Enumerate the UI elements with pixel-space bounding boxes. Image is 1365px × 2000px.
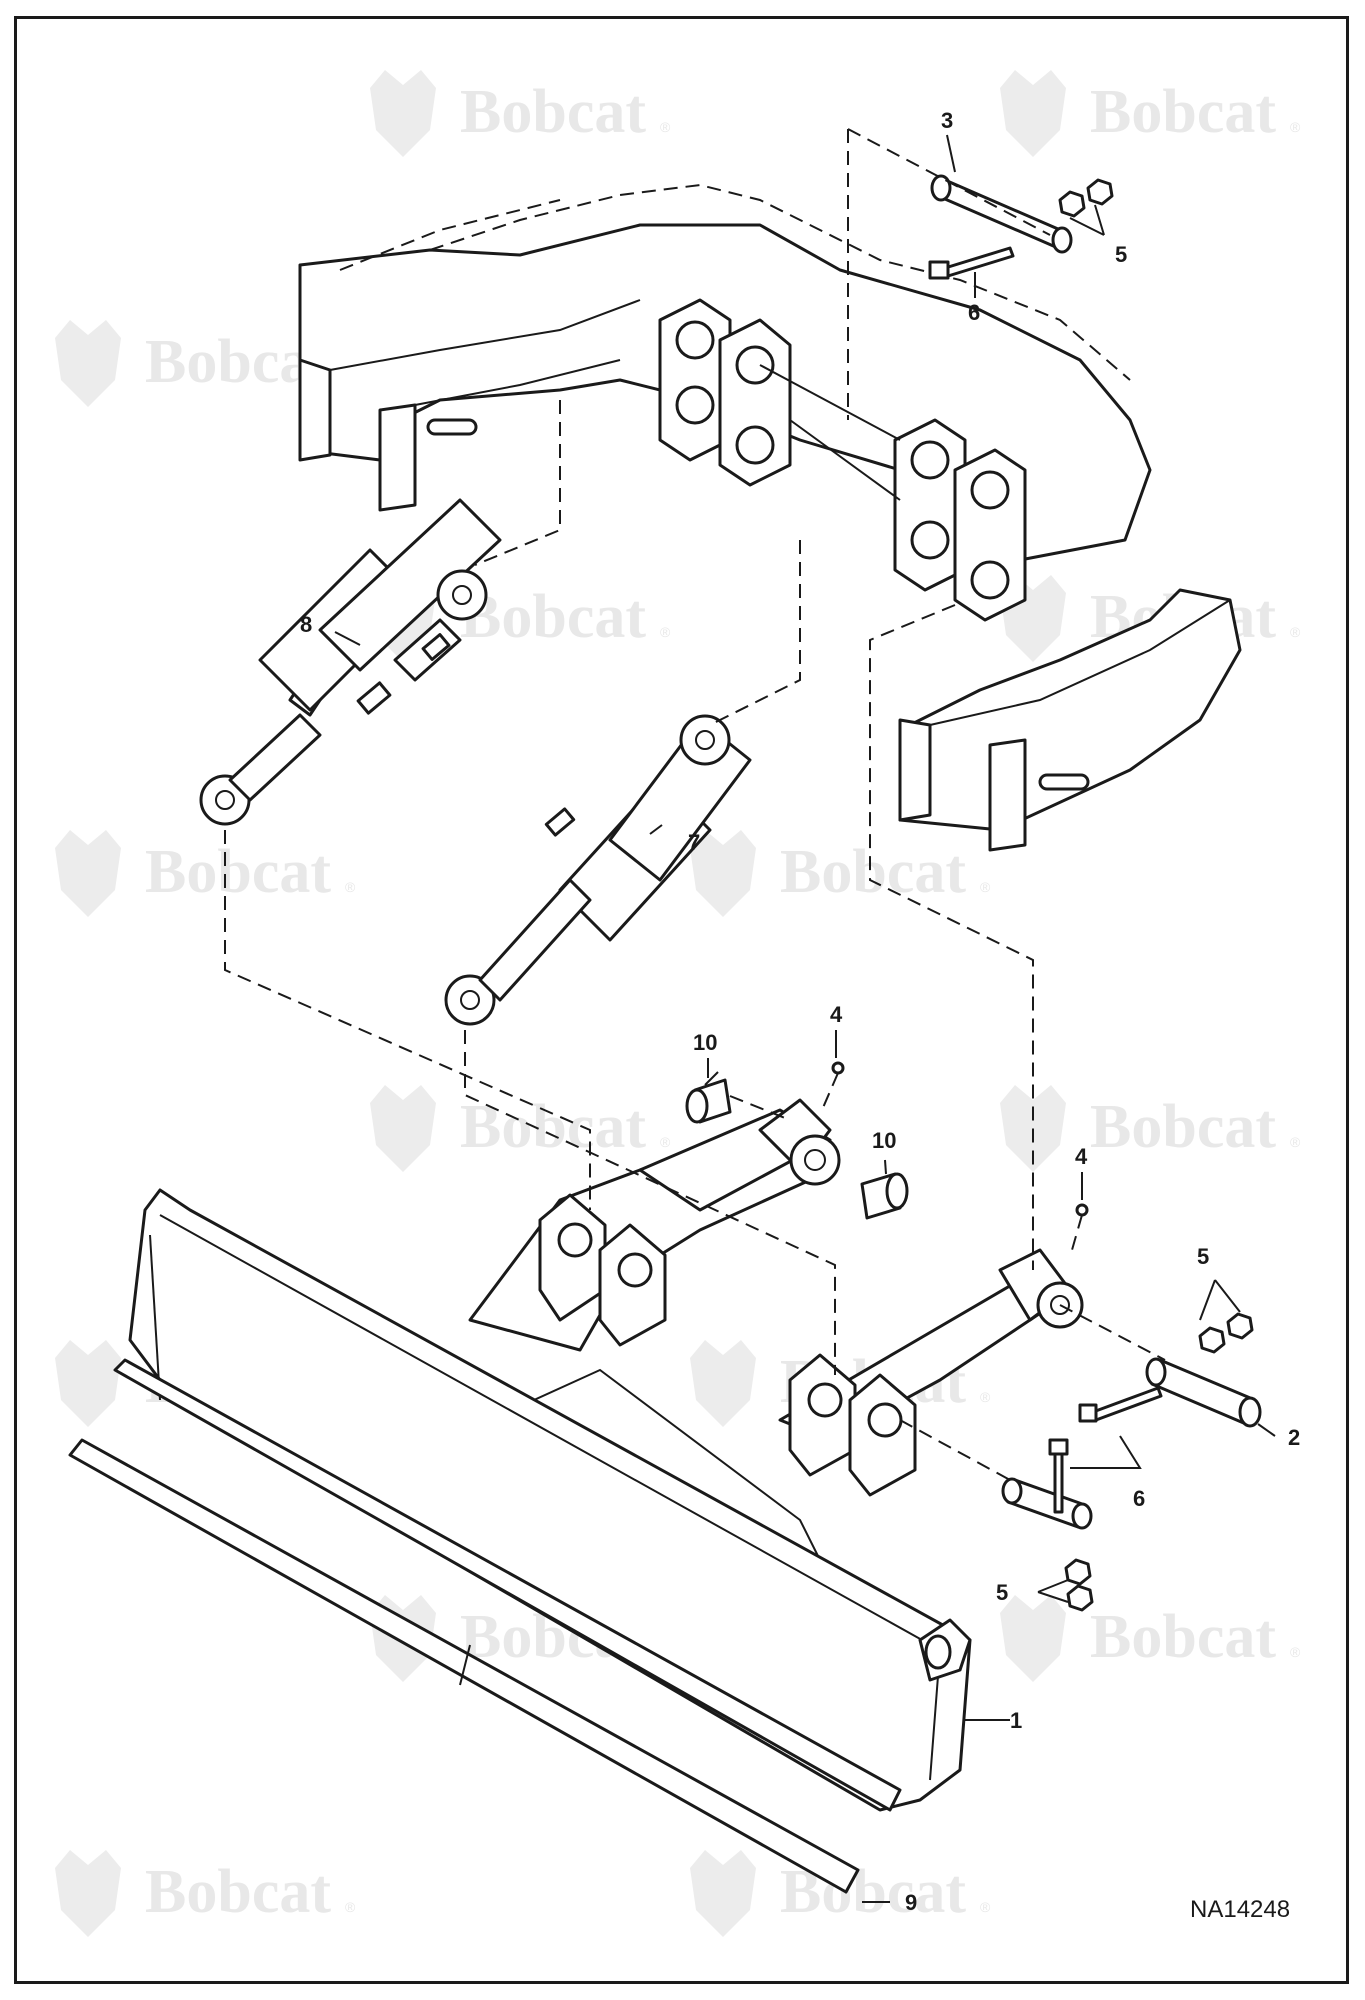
callout-6-right: 6 (1133, 1486, 1145, 1511)
watermark-reg-mark: ® (660, 1134, 671, 1150)
bobcat-head-icon (55, 1850, 121, 1937)
nuts-5-right (1198, 1312, 1254, 1354)
bobcat-head-icon (370, 1085, 436, 1172)
watermark-reg-mark: ® (345, 1899, 356, 1915)
watermark-brand: Bobcat (145, 838, 331, 906)
callout-5-lower: 5 (996, 1580, 1008, 1605)
callout-3: 3 (941, 108, 953, 133)
callout-1: 1 (1010, 1708, 1022, 1733)
undercarriage-frame (298, 183, 1242, 852)
drawing-id: NA14248 (1190, 1896, 1290, 1923)
diagram-frame (14, 16, 1349, 1984)
watermark-brand: Bobcat (460, 583, 646, 651)
watermark-brand: Bobcat (1090, 78, 1276, 146)
pivot-lug-right (893, 418, 1027, 622)
bobcat-head-icon (55, 1340, 121, 1427)
assembly-lines (224, 128, 1166, 1481)
blade-push-frame (468, 1098, 1084, 1561)
callout-6-top: 6 (968, 300, 980, 325)
pin-bolt-6-top (928, 246, 1015, 280)
blade-lift-cylinder-8 (199, 498, 502, 826)
watermark-tile: Bobcat ® (1000, 1595, 1301, 1682)
watermark-reg-mark: ® (980, 1899, 991, 1915)
watermark-reg-mark: ® (1290, 1134, 1301, 1150)
callout-4-left: 4 (830, 1002, 843, 1027)
pivot-pin-2 (1145, 1357, 1262, 1428)
watermark-brand: Bobcat (1090, 1093, 1276, 1161)
watermark-brand: Bobcat (780, 838, 966, 906)
callout-2: 2 (1288, 1425, 1300, 1450)
watermark-tile: Bobcat ® (370, 1085, 671, 1172)
callout-10-right: 10 (872, 1128, 896, 1153)
grease-fitting-4-right (1075, 1203, 1089, 1217)
watermark-brand: Bobcat (460, 78, 646, 146)
callout-10-left: 10 (693, 1030, 717, 1055)
bobcat-head-icon (1000, 70, 1066, 157)
grease-fitting-4-left (831, 1061, 845, 1075)
watermark-tile: Bobcat ® (1000, 70, 1301, 157)
watermark-tile: Bobcat ® (370, 575, 671, 662)
callout-8: 8 (300, 612, 312, 637)
watermark-reg-mark: ® (980, 1389, 991, 1405)
dozer-blade-1 (113, 1188, 972, 1812)
callout-labels: 3 5 6 8 7 4 10 10 4 5 2 6 5 1 9 (300, 108, 1300, 1915)
bobcat-head-icon (55, 320, 121, 407)
bobcat-head-icon (370, 70, 436, 157)
watermark-tile: Bobcat ® (370, 70, 671, 157)
bushing-10-left (685, 1078, 732, 1124)
pivot-pin-lower (1001, 1477, 1093, 1530)
watermark-brand: Bobcat (145, 1858, 331, 1926)
cutting-edge-9 (68, 1438, 860, 1894)
watermark-reg-mark: ® (1290, 624, 1301, 640)
pivot-pin-3 (930, 174, 1073, 254)
callout-9: 9 (905, 1890, 917, 1915)
nuts-5-lower (1064, 1558, 1094, 1612)
watermark-brand: Bobcat (460, 1093, 646, 1161)
watermark-reg-mark: ® (1290, 1644, 1301, 1660)
callout-4-right: 4 (1075, 1144, 1088, 1169)
watermark-reg-mark: ® (1290, 119, 1301, 135)
watermark-reg-mark: ® (345, 879, 356, 895)
watermark-tile: Bobcat ® (55, 830, 356, 917)
bobcat-head-icon (690, 1850, 756, 1937)
watermark-tile: Bobcat ® (55, 1850, 356, 1937)
watermark-brand: Bobcat (1090, 1603, 1276, 1671)
callout-5-top: 5 (1115, 242, 1127, 267)
callout-7: 7 (688, 830, 700, 855)
pin-bolt-6-right (1078, 1386, 1163, 1423)
bushing-10-right (860, 1172, 909, 1220)
watermark-reg-mark: ® (660, 119, 671, 135)
callout-5-right: 5 (1197, 1244, 1209, 1269)
blade-angle-cylinder-7 (444, 714, 752, 1026)
pivot-lug-left (658, 298, 792, 487)
watermark-reg-mark: ® (980, 879, 991, 895)
bobcat-head-icon (690, 1340, 756, 1427)
bobcat-head-icon (55, 830, 121, 917)
watermark-reg-mark: ® (660, 624, 671, 640)
watermark-tile: Bobcat ® (1000, 1085, 1301, 1172)
callout-leaders (334, 134, 1276, 1903)
pin-bolt-6-lower (1048, 1438, 1069, 1514)
bobcat-head-icon (1000, 1595, 1066, 1682)
nuts-5-top (1058, 178, 1114, 218)
watermark-tile: Bobcat ® (690, 830, 991, 917)
